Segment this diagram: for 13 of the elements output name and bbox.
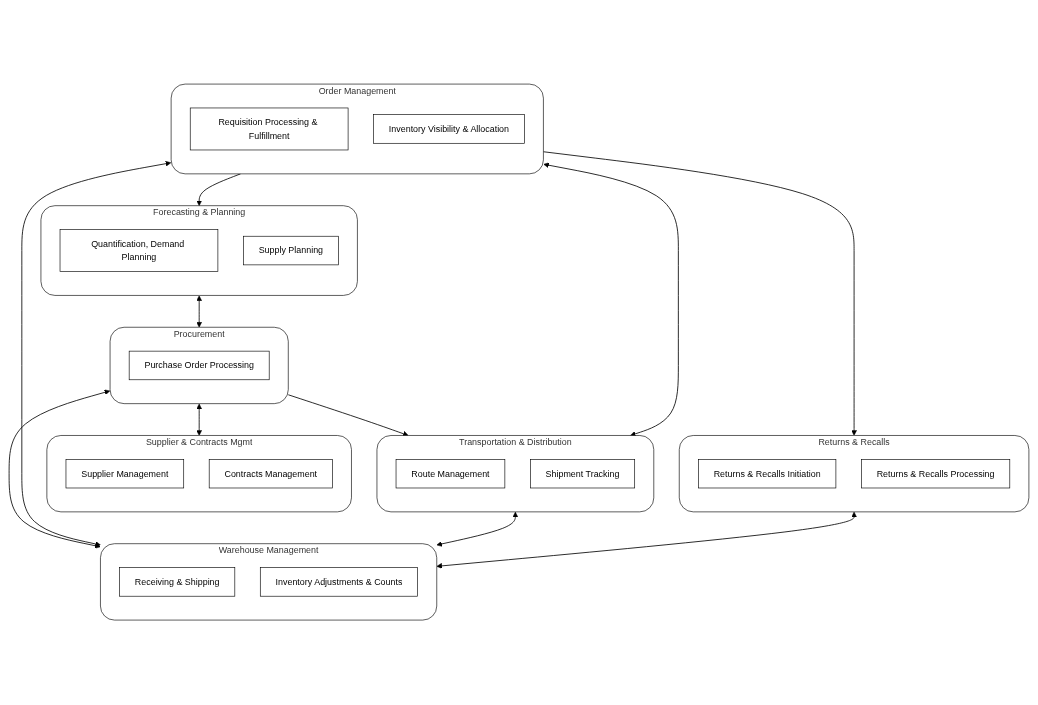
node-box: Returns & Recalls Initiation [698, 459, 837, 489]
node-box: Supply Planning [243, 236, 339, 266]
node-box: Purchase Order Processing [128, 351, 270, 381]
node-box: Returns & Recalls Processing [861, 459, 1011, 489]
node-box: Requisition Processing & Fulfillment [189, 108, 349, 151]
node-box: Shipment Tracking [530, 459, 636, 489]
node-box: Quantification, Demand Planning [59, 229, 219, 273]
node-box: Inventory Adjustments & Counts [259, 567, 418, 597]
node-box: Receiving & Shipping [119, 567, 236, 597]
node-box: Route Management [395, 459, 506, 489]
node-box: Supplier Management [65, 459, 185, 489]
node-box: Contracts Management [208, 459, 333, 489]
node-box: Inventory Visibility & Allocation [373, 114, 525, 144]
